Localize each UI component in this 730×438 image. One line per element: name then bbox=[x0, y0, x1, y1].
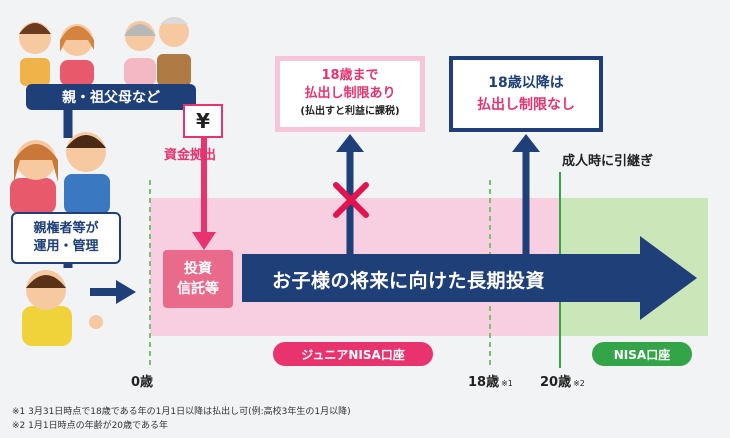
restricted-line1: 18歳まで bbox=[321, 68, 379, 83]
guardian-label: 親・祖父母など bbox=[26, 84, 196, 110]
restricted-line3: (払出すと利益に課税) bbox=[300, 106, 400, 117]
prohibited-cross-icon bbox=[333, 182, 369, 218]
manager-label-line2: 運用・管理 bbox=[33, 239, 99, 254]
yen-icon: ¥ bbox=[183, 104, 223, 138]
unrestricted-line2: 払出し制限なし bbox=[477, 97, 575, 113]
manager-label-line1: 親権者等が bbox=[33, 221, 99, 236]
nisa-account-badge: NISA口座 bbox=[592, 342, 692, 366]
investment-trust-line2: 信託等 bbox=[177, 281, 219, 297]
age-0-label: 0歳 bbox=[131, 375, 154, 390]
unrestricted-line1: 18歳以降は bbox=[488, 75, 564, 91]
age-18-value: 18歳 bbox=[468, 375, 500, 390]
age-20-label: 20歳※2 bbox=[540, 371, 585, 390]
restricted-withdrawal-box: 18歳まで 払出し制限あり (払出すと利益に課税) bbox=[275, 56, 425, 132]
manager-label: 親権者等が 運用・管理 bbox=[11, 212, 121, 264]
main-arrow-text: お子様の将来に向けた長期投資 bbox=[272, 270, 546, 292]
fund-contribution-label: 資金拠出 bbox=[164, 148, 217, 163]
junior-nisa-account-badge: ジュニアNISA口座 bbox=[273, 342, 433, 366]
investment-trust-line1: 投資 bbox=[184, 261, 212, 277]
footnote-2: ※2 1月1日時点の年齢が20歳である年 bbox=[12, 421, 168, 431]
investment-trust-box: 投資 信託等 bbox=[163, 250, 233, 308]
age-18-note: ※1 bbox=[501, 379, 513, 388]
unrestricted-withdrawal-box: 18歳以降は 払出し制限なし bbox=[449, 56, 603, 132]
parents-icon bbox=[10, 132, 110, 214]
family-icon bbox=[19, 17, 191, 86]
footnote-1: ※1 3月31日時点で18歳である年の1月1日以降は払出し可(例:高校3年生の1… bbox=[12, 407, 351, 417]
age-20-value: 20歳 bbox=[540, 375, 572, 390]
adult-transfer-label: 成人時に引継ぎ bbox=[562, 154, 654, 169]
child-icon bbox=[22, 270, 103, 346]
restricted-line2: 払出し制限あり bbox=[304, 86, 396, 101]
age-18-label: 18歳※1 bbox=[468, 371, 513, 390]
age-20-note: ※2 bbox=[573, 379, 585, 388]
long-term-investment-arrow bbox=[242, 236, 697, 320]
